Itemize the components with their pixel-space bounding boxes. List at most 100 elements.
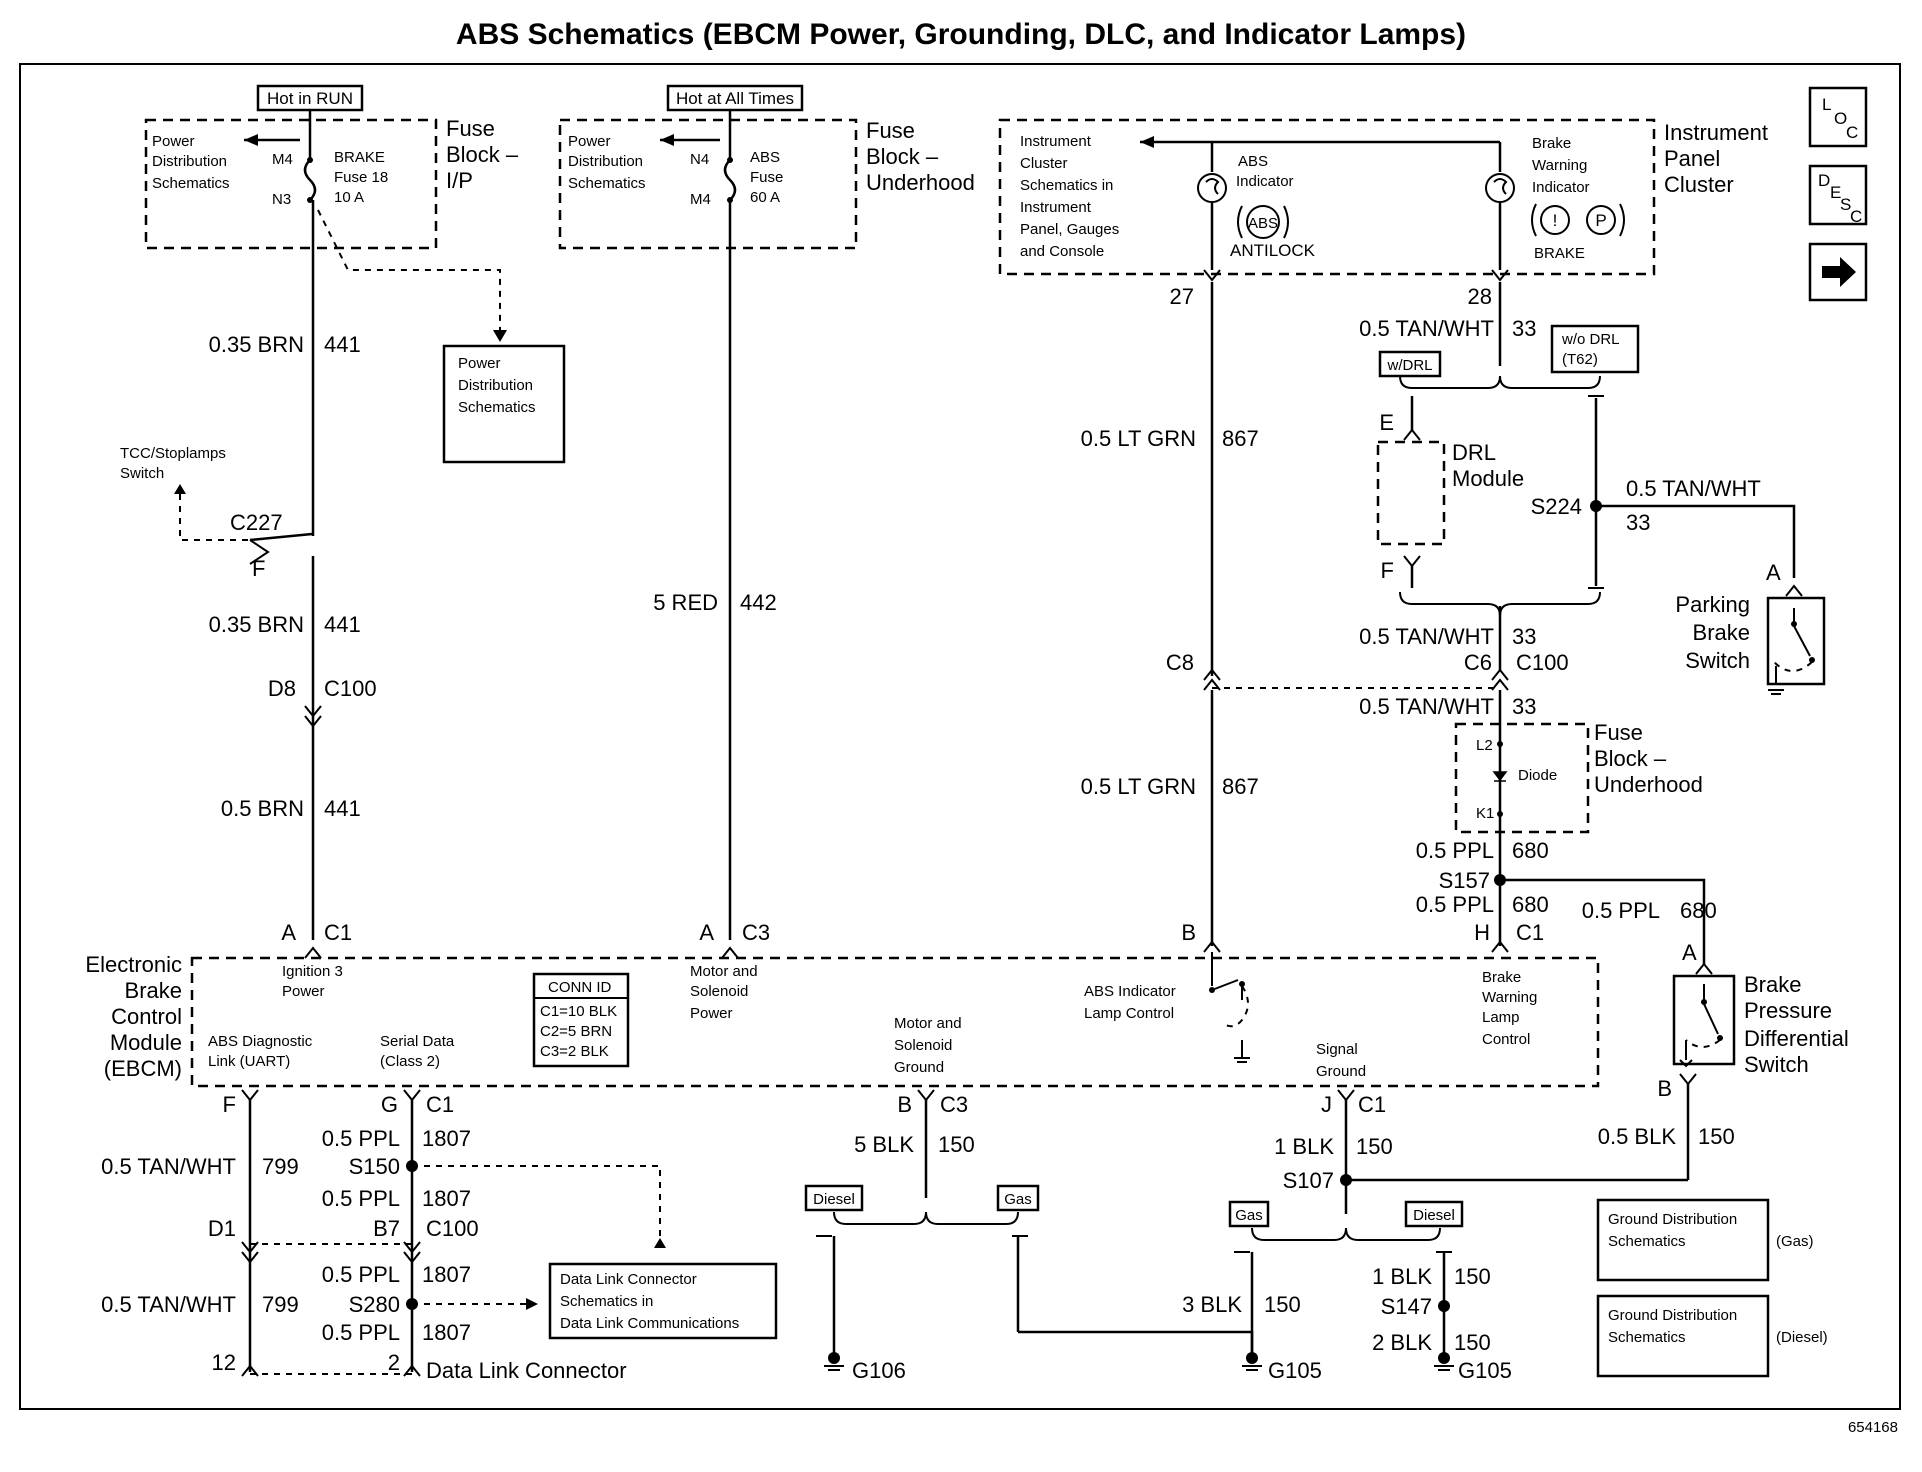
schematic-label: Solenoid <box>894 1037 952 1054</box>
right-arrow-icon[interactable] <box>1808 242 1868 302</box>
schematic-label: Switch <box>1744 1052 1809 1077</box>
schematic-label: Switch <box>120 465 164 482</box>
schematic-label: B <box>1181 920 1196 945</box>
schematic-label: Indicator <box>1532 179 1590 196</box>
schematic-label: 150 <box>1264 1292 1301 1317</box>
schematic-label: Diode <box>1518 767 1557 784</box>
schematic-label: w/DRL <box>1386 357 1432 374</box>
schematic-label: 0.5 TAN/WHT <box>101 1292 236 1317</box>
parking-brake-switch: A Parking Brake Switch <box>1675 560 1826 695</box>
schematic-label: Control <box>111 1004 182 1029</box>
schematic-label: 1 BLK <box>1274 1134 1334 1159</box>
schematic-label: J <box>1321 1092 1332 1117</box>
schematic-label: 441 <box>324 332 361 357</box>
schematic-label: Ground Distribution <box>1608 1211 1737 1228</box>
schematic-label: C3 <box>742 920 770 945</box>
schematic-label: Module <box>1452 466 1524 491</box>
schematic-label: Diesel <box>1413 1207 1455 1224</box>
schematic-label: C1 <box>1358 1092 1386 1117</box>
schematic-label: Block – <box>446 142 519 167</box>
schematic-label: Motor and <box>894 1015 962 1032</box>
schematic-label: C6 <box>1464 650 1492 675</box>
schematic-label: TCC/Stoplamps <box>120 445 226 462</box>
schematic-label: ABS Diagnostic <box>208 1033 313 1050</box>
schematic-label: 1807 <box>422 1186 471 1211</box>
ebcm: Electronic Brake Control Module (EBCM) I… <box>85 952 1600 1088</box>
schematic-label: 0.5 PPL <box>322 1126 400 1151</box>
schematic-label: Motor and <box>690 963 758 980</box>
schematic-label: DRL <box>1452 440 1496 465</box>
pds-box[interactable]: Power Distribution Schematics <box>442 344 566 464</box>
schematic-label: Warning <box>1532 157 1587 174</box>
schematic-label: 442 <box>740 590 777 615</box>
schematic-label: w/o DRL <box>1561 331 1620 348</box>
schematic-label: A <box>1766 560 1781 585</box>
schematic-label: Data Link Communications <box>560 1315 739 1332</box>
schematic-label: ABS <box>750 149 780 166</box>
schematic-label: Differential <box>1744 1026 1849 1051</box>
schematic-label: CONN ID <box>548 979 612 996</box>
schematic-label: 0.5 PPL <box>1416 892 1494 917</box>
schematic-label: BRAKE <box>334 149 385 166</box>
schematic-label: 2 <box>388 1350 400 1375</box>
schematic-label: Schematics in <box>1020 177 1113 194</box>
schematic-label: Schematics <box>458 399 536 416</box>
schematic-label: 33 <box>1512 316 1536 341</box>
schematic-label: 0.5 PPL <box>322 1320 400 1345</box>
schematic-label: N4 <box>690 151 709 168</box>
schematic-label: N3 <box>272 191 291 208</box>
schematic-label: (Class 2) <box>380 1053 440 1070</box>
schematic-label: 867 <box>1222 774 1259 799</box>
schematic-label: 680 <box>1680 898 1717 923</box>
schematic-label: D1 <box>208 1216 236 1241</box>
schematic-label: S147 <box>1381 1294 1432 1319</box>
schematic-label: Distribution <box>152 153 227 170</box>
schematic-label: Gas <box>1004 1191 1032 1208</box>
schematic-label: Schematics <box>152 175 230 192</box>
schematic-label: 0.5 BRN <box>221 796 304 821</box>
figure-number: 654168 <box>1848 1419 1898 1436</box>
schematic-label: 0.35 BRN <box>209 332 304 357</box>
schematic-label: Power <box>568 133 611 150</box>
schematic-label: B <box>1657 1076 1672 1101</box>
schematic-label: C <box>1846 123 1858 142</box>
schematic-label: Instrument <box>1020 133 1092 150</box>
schematic-label: 0.5 PPL <box>1582 898 1660 923</box>
schematic-label: C2=5 BRN <box>540 1023 612 1040</box>
schematic-label: 441 <box>324 612 361 637</box>
schematic-label: Warning <box>1482 989 1537 1006</box>
schematic-label: Fuse <box>446 116 495 141</box>
schematic-label: Brake <box>1744 972 1801 997</box>
schematic-label: BRAKE <box>1534 245 1585 262</box>
schematic-label: Distribution <box>568 153 643 170</box>
schematic-label: F <box>1381 558 1394 583</box>
schematic-label: 0.5 BLK <box>1598 1124 1677 1149</box>
loc-icon[interactable]: LOC <box>1808 86 1868 148</box>
ground-distribution-gas-box[interactable]: Ground Distribution Schematics (Gas) <box>1596 1198 1814 1282</box>
schematic-label: Pressure <box>1744 998 1832 1023</box>
schematic-label: S280 <box>349 1292 400 1317</box>
schematic-label: ANTILOCK <box>1230 241 1316 260</box>
schematic-label: A <box>699 920 714 945</box>
schematic-label: Serial Data <box>380 1033 455 1050</box>
schematic-label: (Gas) <box>1776 1233 1814 1250</box>
schematic-label: Switch <box>1685 648 1750 673</box>
schematic-label: Fuse 18 <box>334 169 388 186</box>
schematic-label: Panel, Gauges <box>1020 221 1119 238</box>
schematic-label: G106 <box>852 1358 906 1383</box>
ground-distribution-diesel-box[interactable]: Ground Distribution Schematics (Diesel) <box>1596 1294 1828 1378</box>
page-title: ABS Schematics (EBCM Power, Grounding, D… <box>455 18 1467 51</box>
schematic-label: Panel <box>1664 146 1720 171</box>
schematic-label: Underhood <box>1594 772 1703 797</box>
schematic-label: C1=10 BLK <box>540 1003 617 1020</box>
schematic-label: 150 <box>1698 1124 1735 1149</box>
schematic-label: A <box>281 920 296 945</box>
schematic-label: S157 <box>1439 868 1490 893</box>
schematic-label: D <box>1818 171 1830 190</box>
schematic-label: 28 <box>1468 284 1492 309</box>
dlc-schematics-box[interactable]: Data Link Connector Schematics in Data L… <box>548 1262 778 1340</box>
schematic-label: Solenoid <box>690 983 748 1000</box>
schematic-label: 33 <box>1626 510 1650 535</box>
schematic-label: 2 BLK <box>1372 1330 1432 1355</box>
